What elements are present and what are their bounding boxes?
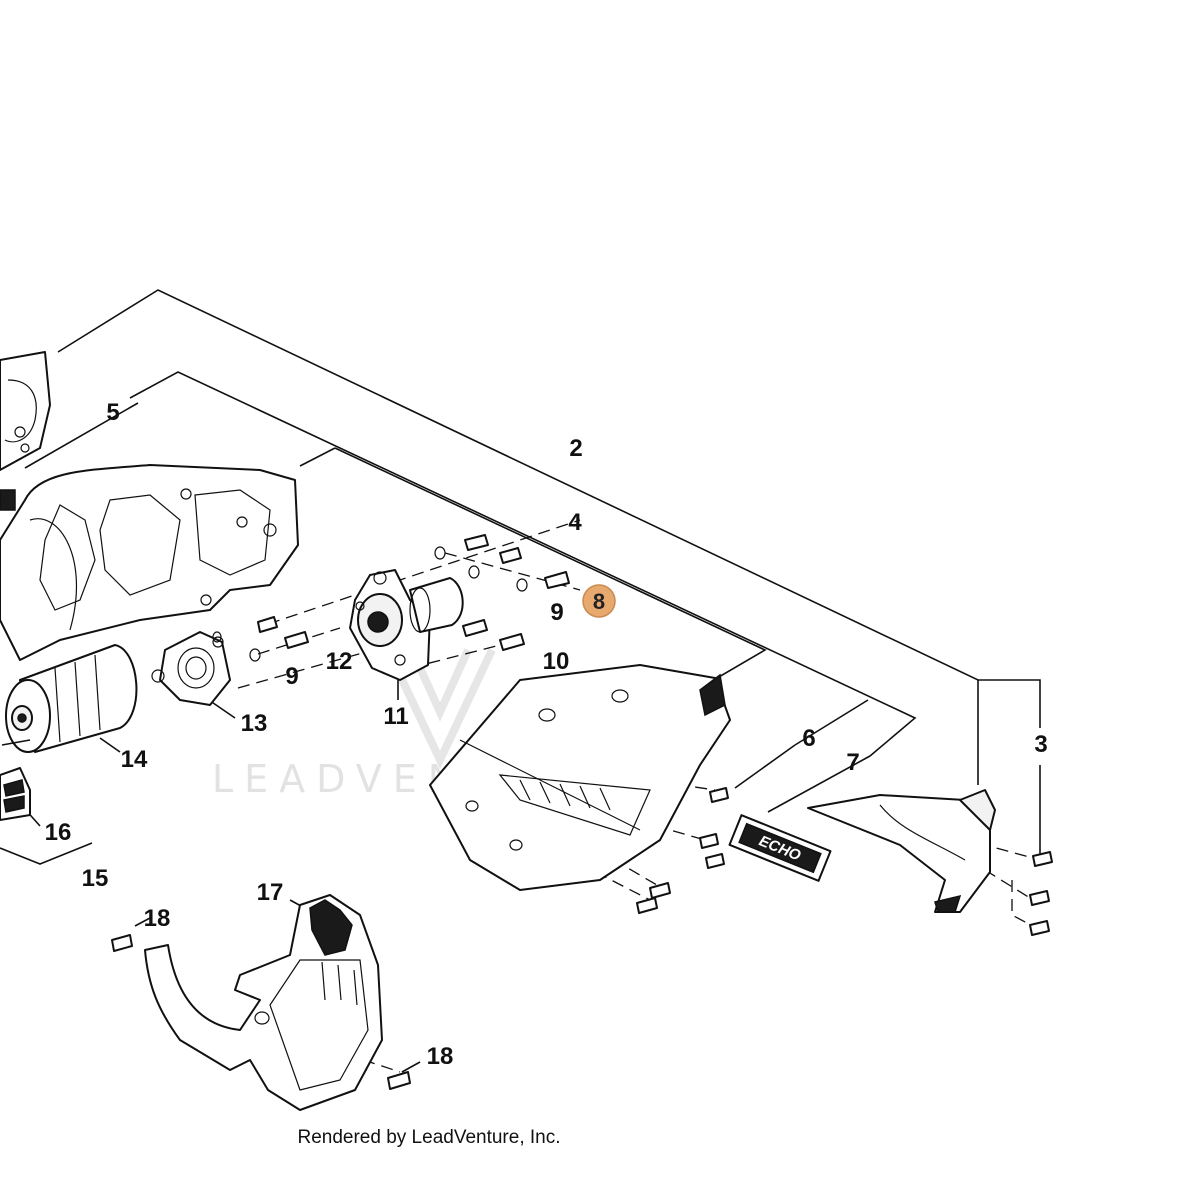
callout-9-lower[interactable]: 9 — [285, 663, 298, 690]
motor — [1, 644, 138, 753]
switch-connector — [0, 767, 31, 821]
callout-8-highlighted[interactable]: 8 — [582, 584, 616, 618]
hand-guard — [144, 894, 383, 1111]
side-cover — [429, 664, 731, 891]
callout-18-upper[interactable]: 18 — [144, 905, 171, 932]
callout-13[interactable]: 13 — [241, 710, 268, 737]
callout-4[interactable]: 4 — [568, 509, 582, 536]
render-credit: Rendered by LeadVenture, Inc. — [297, 1127, 560, 1148]
callout-15[interactable]: 15 — [82, 865, 109, 892]
gear-plate — [151, 631, 231, 706]
callout-12[interactable]: 12 — [326, 648, 353, 675]
highlight-circle — [582, 584, 616, 618]
callout-9-upper[interactable]: 9 — [550, 599, 563, 626]
callout-16[interactable]: 16 — [45, 819, 72, 846]
callouts: 2 3 4 5 6 7 8 9 9 10 11 12 13 14 15 16 1… — [45, 399, 1048, 1070]
callout-11[interactable]: 11 — [383, 703, 408, 730]
callout-8[interactable]: 8 — [593, 589, 605, 614]
callout-18-lower[interactable]: 18 — [427, 1043, 454, 1070]
echo-label: ECHO — [728, 814, 832, 882]
leader-lines — [0, 289, 1041, 1073]
screws-and-washers — [111, 534, 1053, 1090]
cover-left-top — [0, 351, 51, 471]
callout-5[interactable]: 5 — [106, 399, 119, 426]
callout-2[interactable]: 2 — [569, 435, 582, 462]
drive-bracket — [349, 569, 464, 681]
main-housing — [0, 464, 299, 661]
end-cap — [807, 789, 996, 913]
callout-3[interactable]: 3 — [1034, 731, 1047, 758]
callout-14[interactable]: 14 — [121, 746, 148, 773]
callout-6[interactable]: 6 — [802, 725, 815, 752]
callout-7[interactable]: 7 — [846, 749, 859, 776]
callout-17[interactable]: 17 — [257, 879, 284, 906]
callout-10[interactable]: 10 — [543, 648, 570, 675]
